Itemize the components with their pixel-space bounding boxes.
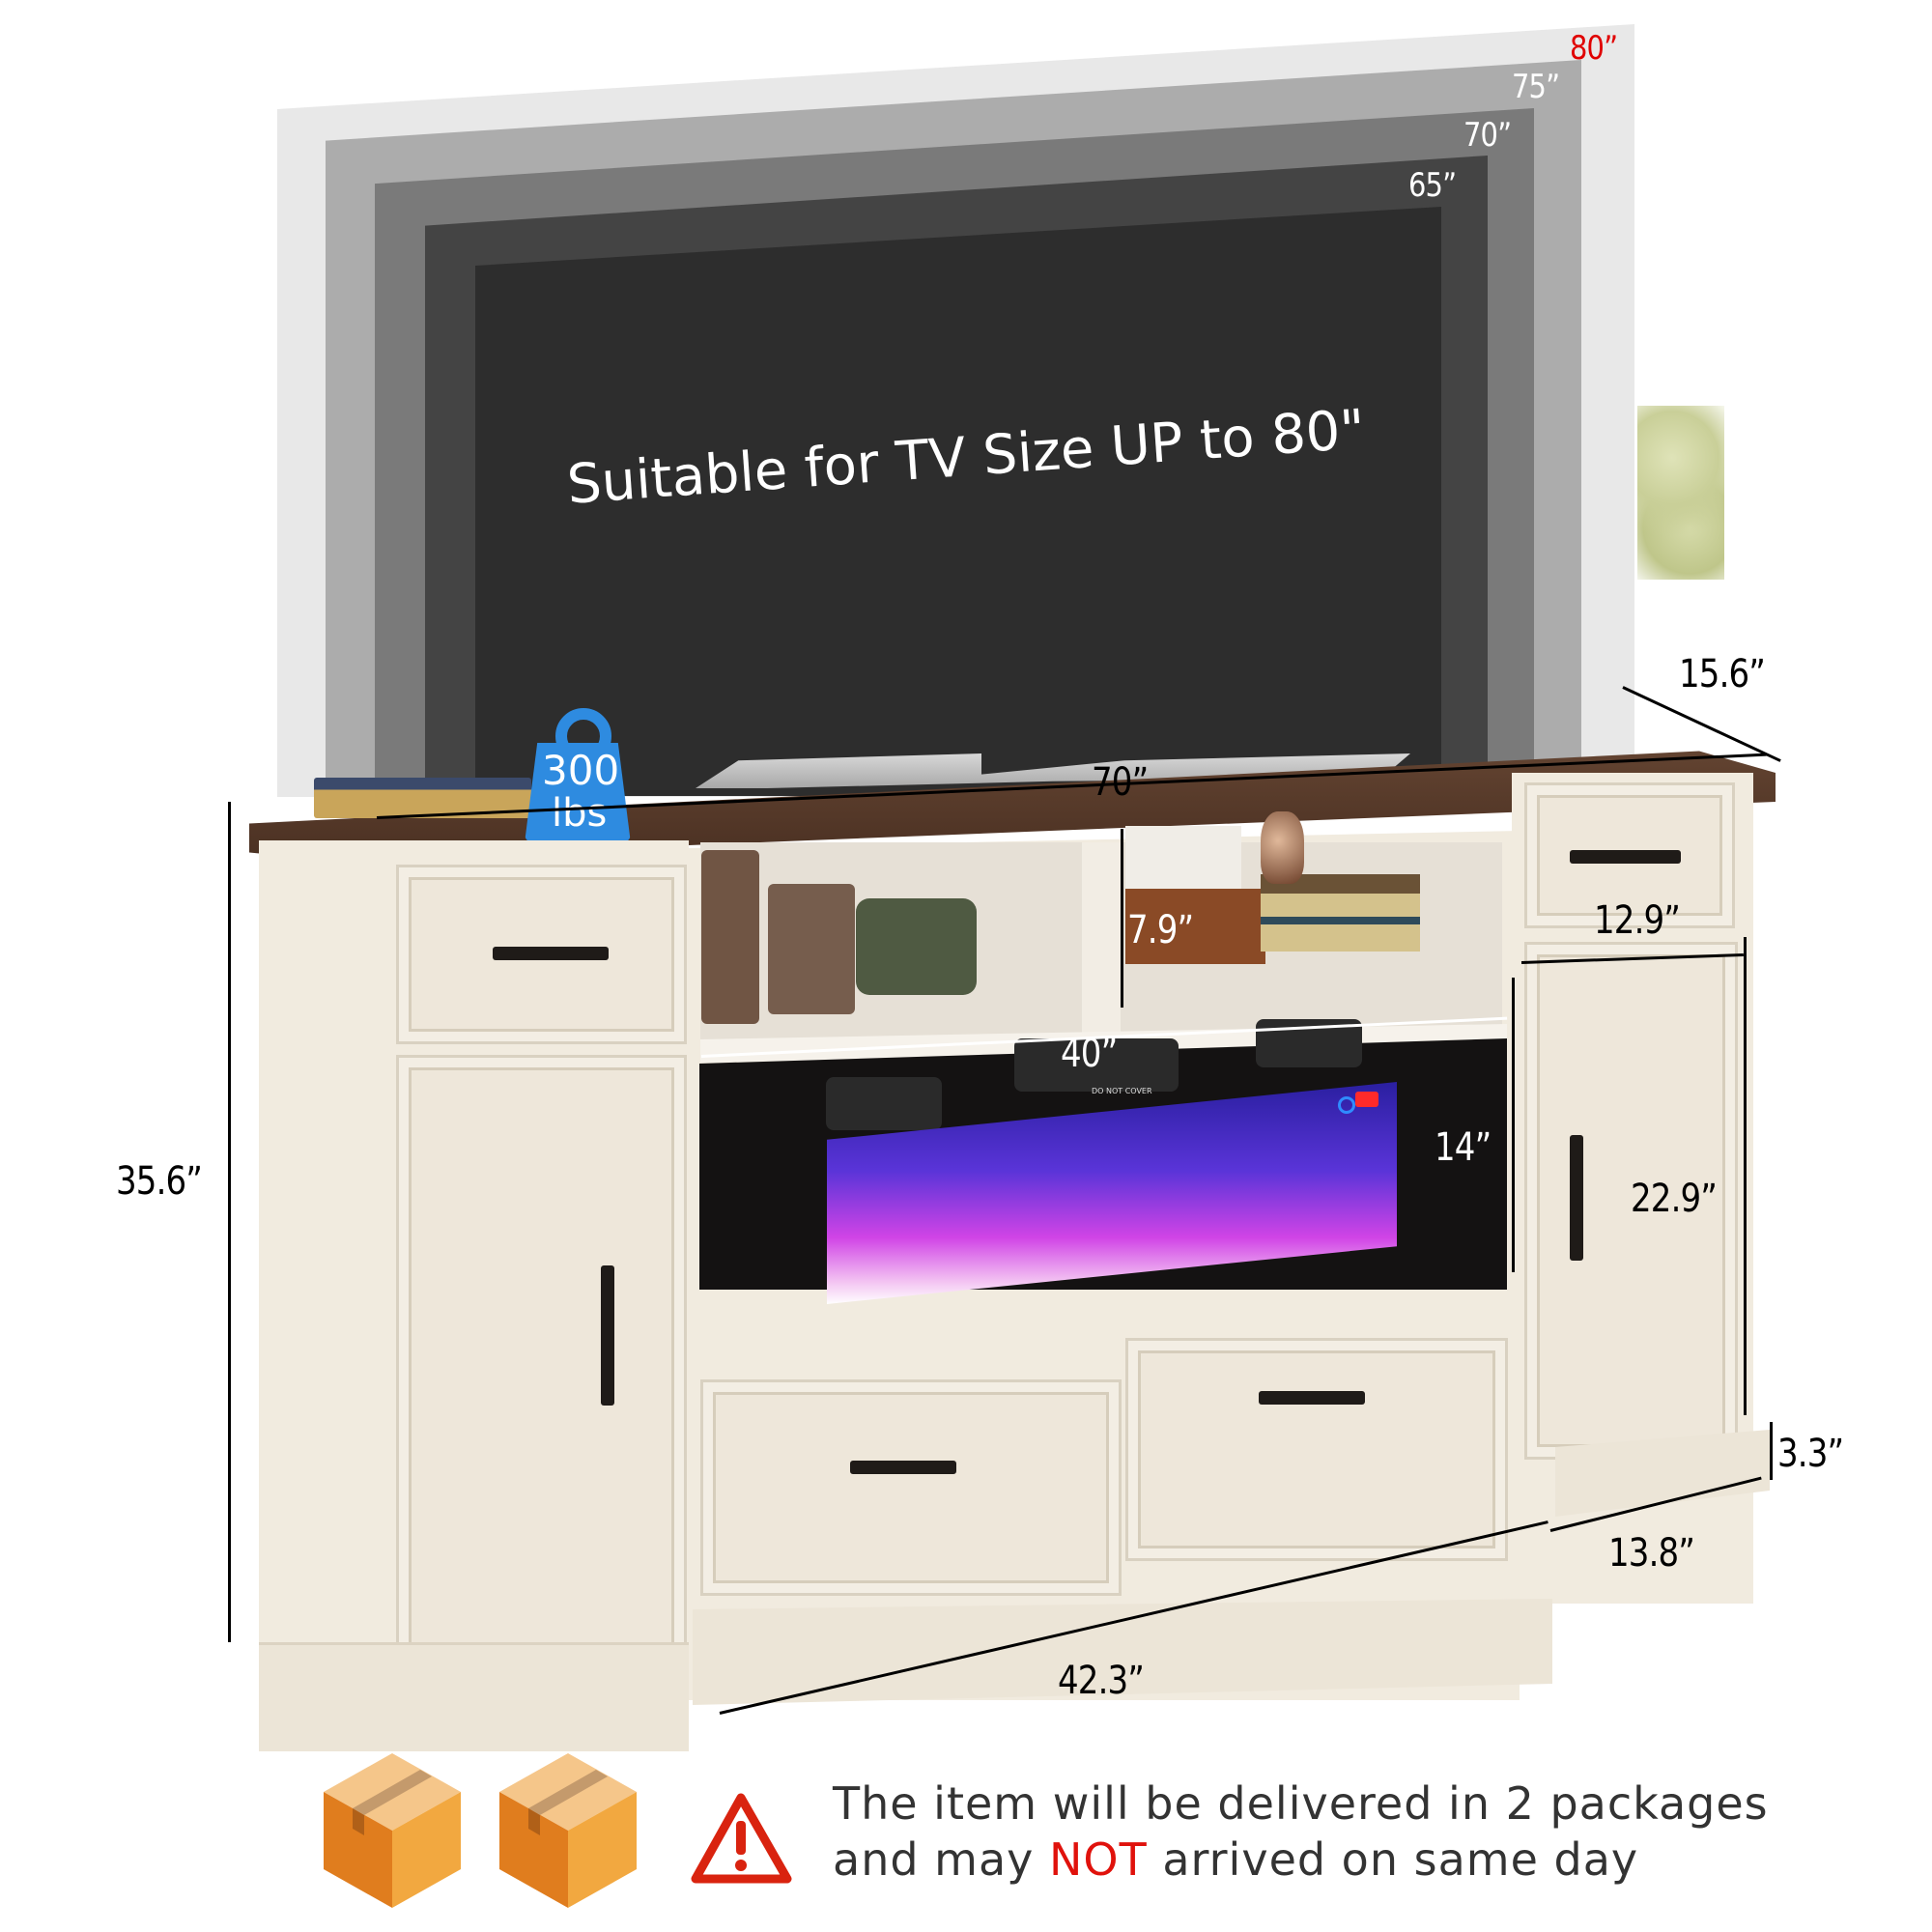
fireplace-warning-label: DO NOT COVER (1092, 1087, 1152, 1095)
left-top-drawer-handle[interactable] (493, 947, 609, 960)
left-base (259, 1642, 689, 1751)
temperature-display (1355, 1092, 1378, 1107)
right-top-drawer[interactable] (1524, 782, 1735, 928)
shelf-height-dimension-line (1121, 829, 1123, 1008)
left-door-handle[interactable] (601, 1265, 614, 1406)
package-box-icon-1 (324, 1753, 461, 1908)
plant-decoration (1637, 406, 1724, 580)
power-icon[interactable] (1338, 1096, 1355, 1114)
dim-base-depth: 13.8” (1608, 1531, 1695, 1576)
fireplace-control-panel[interactable] (1014, 1038, 1179, 1092)
lantern-decoration-2 (768, 884, 855, 1014)
tv-size-label-70: 70” (1463, 116, 1512, 155)
fireplace-height-dimension-line (1512, 978, 1515, 1272)
center-right-drawer-handle[interactable] (1259, 1391, 1365, 1405)
delivery-notice-line2: and may NOT arrived on same day (833, 1833, 1638, 1886)
tv-screen (475, 207, 1441, 796)
weight-body-icon (525, 743, 631, 843)
dim-shelf-height: 7.9” (1127, 908, 1194, 952)
tv-size-label-65: 65” (1408, 166, 1457, 205)
center-left-drawer[interactable] (700, 1379, 1122, 1596)
dim-center-width: 42.3” (1058, 1659, 1145, 1703)
notice-text-post: arrived on same day (1147, 1833, 1639, 1886)
delivery-notice-line1: The item will be delivered in 2 packages (833, 1777, 1769, 1830)
package-box-icon-2 (499, 1753, 637, 1908)
depth-top-dimension-line (1622, 686, 1781, 762)
vase-decoration (1261, 811, 1304, 884)
books-decoration-2 (1261, 874, 1420, 952)
center-right-drawer[interactable] (1125, 1338, 1508, 1561)
weight-badge: 300 lbs (525, 708, 631, 843)
weight-value: 300 (542, 747, 620, 794)
right-door[interactable] (1524, 942, 1738, 1460)
dim-drawer-width: 12.9” (1594, 898, 1681, 943)
lantern-decoration (701, 850, 759, 1024)
notice-text-pre: and may (833, 1833, 1050, 1886)
dim-cabinet-height: 22.9” (1631, 1177, 1718, 1221)
dim-top-width: 70” (1092, 760, 1149, 805)
dim-base-height: 3.3” (1777, 1432, 1844, 1476)
fireplace-vent-left (826, 1077, 942, 1130)
base-height-dimension-line (1770, 1422, 1773, 1480)
dim-top-depth: 15.6” (1679, 652, 1766, 696)
right-top-drawer-handle[interactable] (1570, 850, 1681, 864)
dim-fireplace-height: 14” (1435, 1125, 1492, 1170)
wooden-box-decoration (1125, 889, 1265, 964)
left-top-drawer[interactable] (396, 865, 687, 1044)
weight-unit: lbs (552, 791, 608, 836)
tv-size-label-80: 80” (1570, 29, 1618, 68)
center-left-drawer-handle[interactable] (850, 1461, 956, 1474)
warning-triangle-icon (691, 1792, 792, 1884)
dim-total-height: 35.6” (116, 1159, 203, 1204)
radio-decoration (856, 898, 977, 995)
shelf-divider (1082, 842, 1121, 1036)
height-dimension-line (228, 802, 231, 1642)
left-door[interactable] (396, 1055, 687, 1660)
cabinet-height-dimension-line (1744, 937, 1747, 1415)
tv-size-label-75: 75” (1512, 68, 1560, 106)
dim-fireplace-width: 40” (1061, 1032, 1118, 1076)
notice-emphasis: NOT (1049, 1833, 1148, 1886)
right-door-handle[interactable] (1570, 1135, 1583, 1261)
